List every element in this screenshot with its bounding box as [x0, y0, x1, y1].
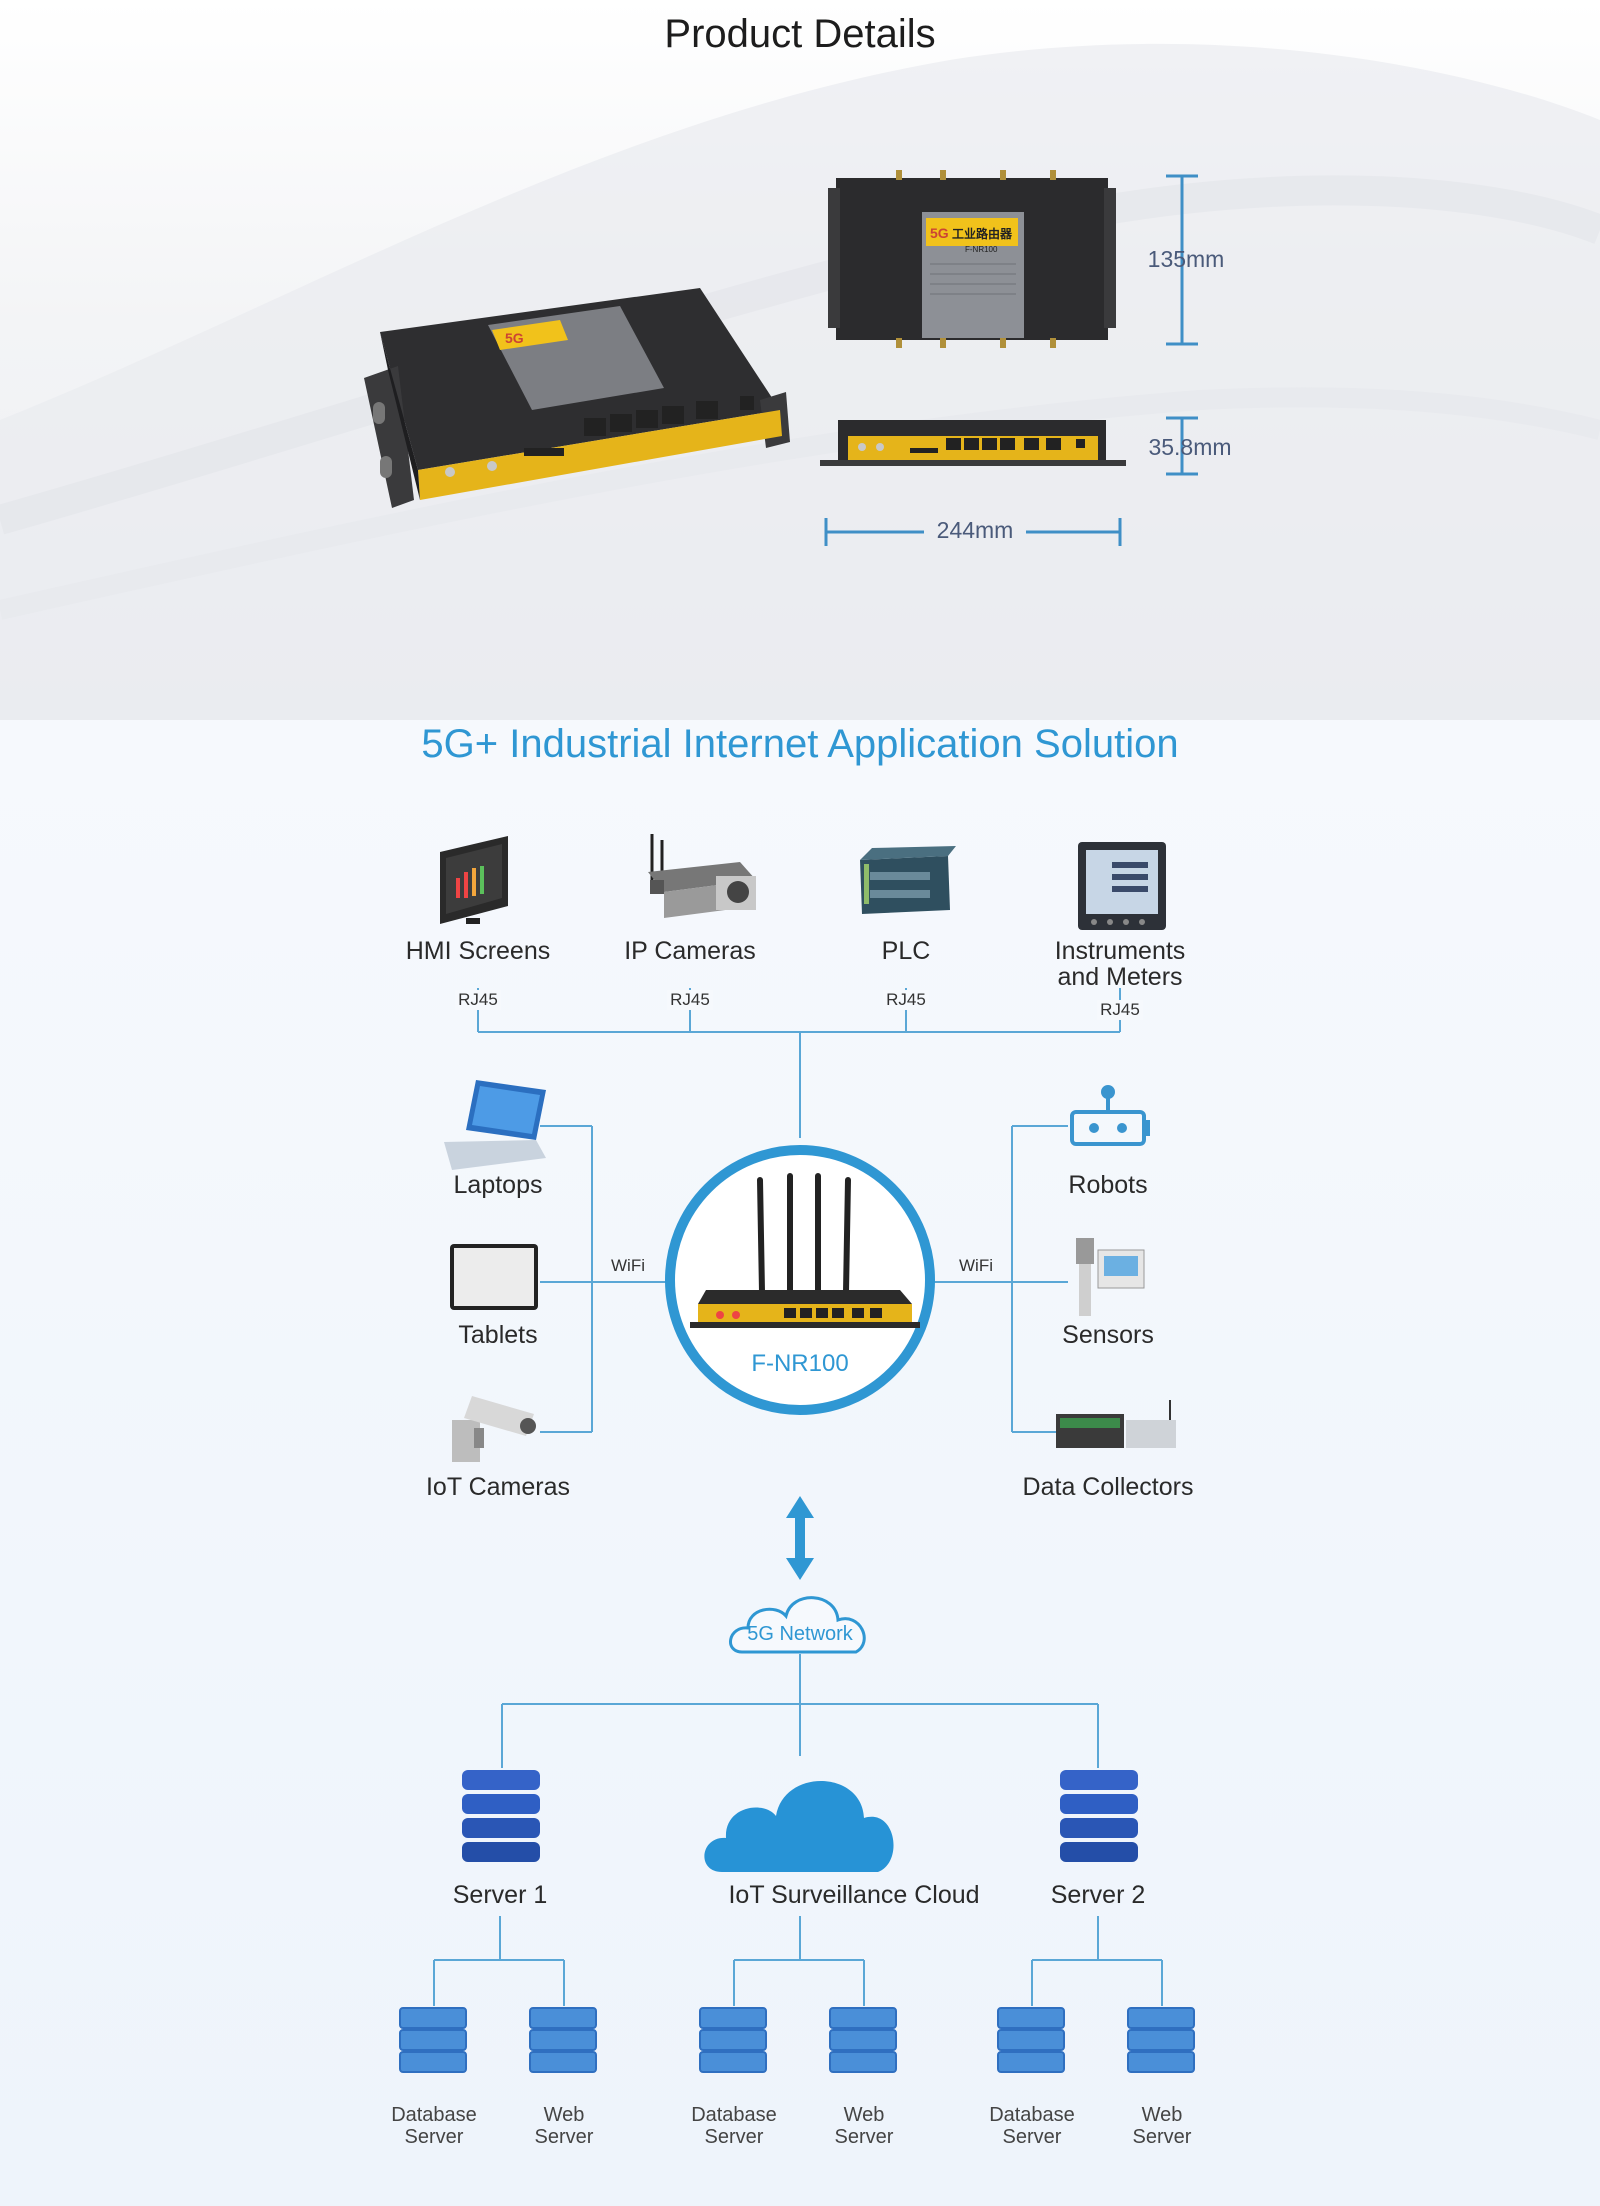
database-server-icon — [399, 2007, 467, 2073]
router-model-label: F-NR100 — [751, 1350, 849, 1377]
network-label: 5G Network — [747, 1623, 853, 1645]
web-server-icon — [829, 2007, 897, 2073]
svg-text:5G: 5G — [505, 330, 524, 346]
web-server-icon — [529, 2007, 597, 2073]
device-label-hmi-screens: HMI Screens — [405, 937, 551, 965]
robot-icon — [1070, 1085, 1150, 1146]
device-label-ip-cameras: IP Cameras — [624, 937, 756, 965]
device-label-sensors: Sensors — [1062, 1321, 1154, 1349]
port-label: RJ45 — [455, 990, 501, 1010]
hmi-screen-icon — [440, 836, 508, 924]
product-details-title: Product Details — [664, 12, 936, 56]
port-label: RJ45 — [883, 990, 929, 1010]
port-label: RJ45 — [1097, 1000, 1143, 1020]
router-perspective-image: 5G — [364, 288, 790, 508]
tablet-icon — [450, 1244, 538, 1310]
wifi-label-left: WiFi — [611, 1256, 645, 1275]
dimension-depth: 35.8mm — [1148, 434, 1232, 460]
ip-camera-icon — [648, 834, 756, 918]
device-label-robots: Robots — [1068, 1171, 1148, 1199]
device-label-instruments: Instruments and Meters — [1054, 937, 1186, 991]
web-server-icon — [1127, 2007, 1195, 2073]
iot-cloud-label: IoT Surveillance Cloud — [728, 1881, 980, 1909]
svg-text:F-NR100: F-NR100 — [965, 245, 998, 254]
wifi-label-right: WiFi — [959, 1256, 993, 1275]
server-2-label: Server 2 — [1050, 1881, 1146, 1909]
dimension-width: 244mm — [936, 517, 1014, 543]
laptop-icon — [444, 1080, 546, 1170]
server-2-icon — [1060, 1770, 1138, 1862]
svg-text:5G: 5G — [930, 225, 949, 241]
data-collector-icon — [1056, 1400, 1176, 1448]
iot-cloud-icon — [704, 1780, 894, 1872]
iot-camera-icon — [452, 1396, 536, 1462]
sensor-icon — [1076, 1238, 1145, 1316]
server-1-label: Server 1 — [452, 1881, 548, 1909]
router-front-view — [820, 420, 1126, 466]
plc-icon — [860, 846, 956, 914]
database-server-icon — [997, 2007, 1065, 2073]
device-label-tablets: Tablets — [458, 1321, 538, 1349]
svg-text:工业路由器: 工业路由器 — [952, 226, 1013, 241]
solution-title: 5G+ Industrial Internet Application Solu… — [421, 722, 1179, 766]
dimension-lines — [824, 174, 1198, 546]
device-label-plc: PLC — [881, 937, 931, 965]
device-label-data-collectors: Data Collectors — [1022, 1473, 1194, 1501]
device-label-laptops: Laptops — [453, 1171, 543, 1199]
database-server-icon — [699, 2007, 767, 2073]
instrument-meter-icon — [1078, 842, 1166, 930]
server-1-icon — [462, 1770, 540, 1862]
dimension-height: 135mm — [1147, 246, 1225, 272]
device-label-iot-cameras: IoT Cameras — [425, 1473, 571, 1501]
port-label: RJ45 — [667, 990, 713, 1010]
router-top-view: 5G 工业路由器 F-NR100 — [828, 170, 1116, 348]
